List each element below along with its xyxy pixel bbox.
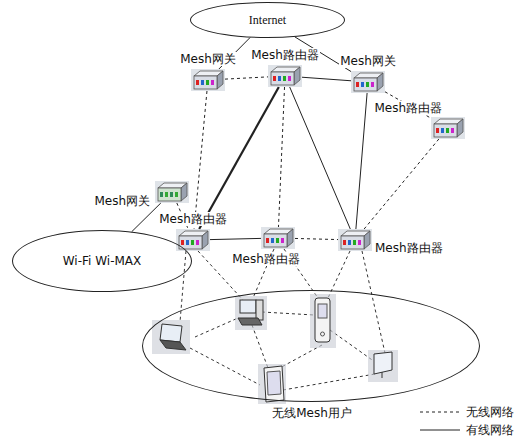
- phone-icon: [310, 294, 336, 348]
- network-label: Internet: [249, 13, 286, 27]
- router-icon: [338, 229, 372, 251]
- router-icon: [155, 181, 189, 203]
- device-label: Mesh路由器: [158, 212, 228, 226]
- tablet-icon: [258, 364, 286, 404]
- network-ellipse: Internet: [190, 2, 345, 38]
- legend-line: [420, 430, 460, 431]
- network-label: 无线Mesh用户: [271, 406, 353, 420]
- device-label: Mesh路由器: [231, 252, 301, 266]
- router-icon: [351, 71, 385, 93]
- device-label: Mesh路由器: [374, 241, 444, 255]
- router-icon: [431, 117, 465, 139]
- router-icon: [176, 229, 210, 251]
- device-label: Mesh网关: [179, 52, 237, 66]
- network-label: Wi-Fi Wi-MAX: [63, 254, 142, 268]
- wired-link: [290, 87, 351, 229]
- wired-link: [210, 238, 261, 239]
- mesh-router: Mesh路由器: [261, 227, 295, 249]
- mesh-router: Mesh网关: [351, 71, 385, 93]
- legend-text: 无线网络: [466, 404, 514, 421]
- legend-text: 有线网络: [466, 422, 514, 439]
- monitor-icon: [368, 350, 398, 382]
- mesh-router: Mesh网关: [155, 181, 189, 203]
- wired-link: [356, 93, 367, 229]
- device-label: Mesh网关: [93, 194, 151, 208]
- mesh-router: Mesh路由器: [338, 229, 372, 251]
- mesh-router: Mesh路由器: [176, 229, 210, 251]
- wireless-link: [278, 87, 284, 227]
- mesh-router: Mesh网关: [191, 69, 225, 91]
- desktop-icon: [235, 296, 267, 330]
- wireless-link: [364, 139, 439, 229]
- wired-link: [199, 87, 279, 229]
- wired-link: [302, 77, 351, 81]
- wireless-link: [194, 91, 207, 229]
- wireless-link: [295, 238, 338, 239]
- network-ellipse: Wi-Fi Wi-MAX: [12, 230, 192, 292]
- laptop-icon: [152, 320, 190, 354]
- device-label: Mesh路由器: [250, 48, 320, 62]
- wireless-link: [225, 77, 268, 79]
- mesh-router: Mesh路由器: [268, 65, 302, 87]
- legend-line: [420, 412, 460, 413]
- router-icon: [261, 227, 295, 249]
- mesh-router: Mesh路由器: [431, 117, 465, 139]
- router-icon: [191, 69, 225, 91]
- network-ellipse: 无线Mesh用户: [142, 290, 480, 402]
- device-label: Mesh网关: [339, 54, 397, 68]
- device-label: Mesh路由器: [373, 101, 443, 115]
- router-icon: [268, 65, 302, 87]
